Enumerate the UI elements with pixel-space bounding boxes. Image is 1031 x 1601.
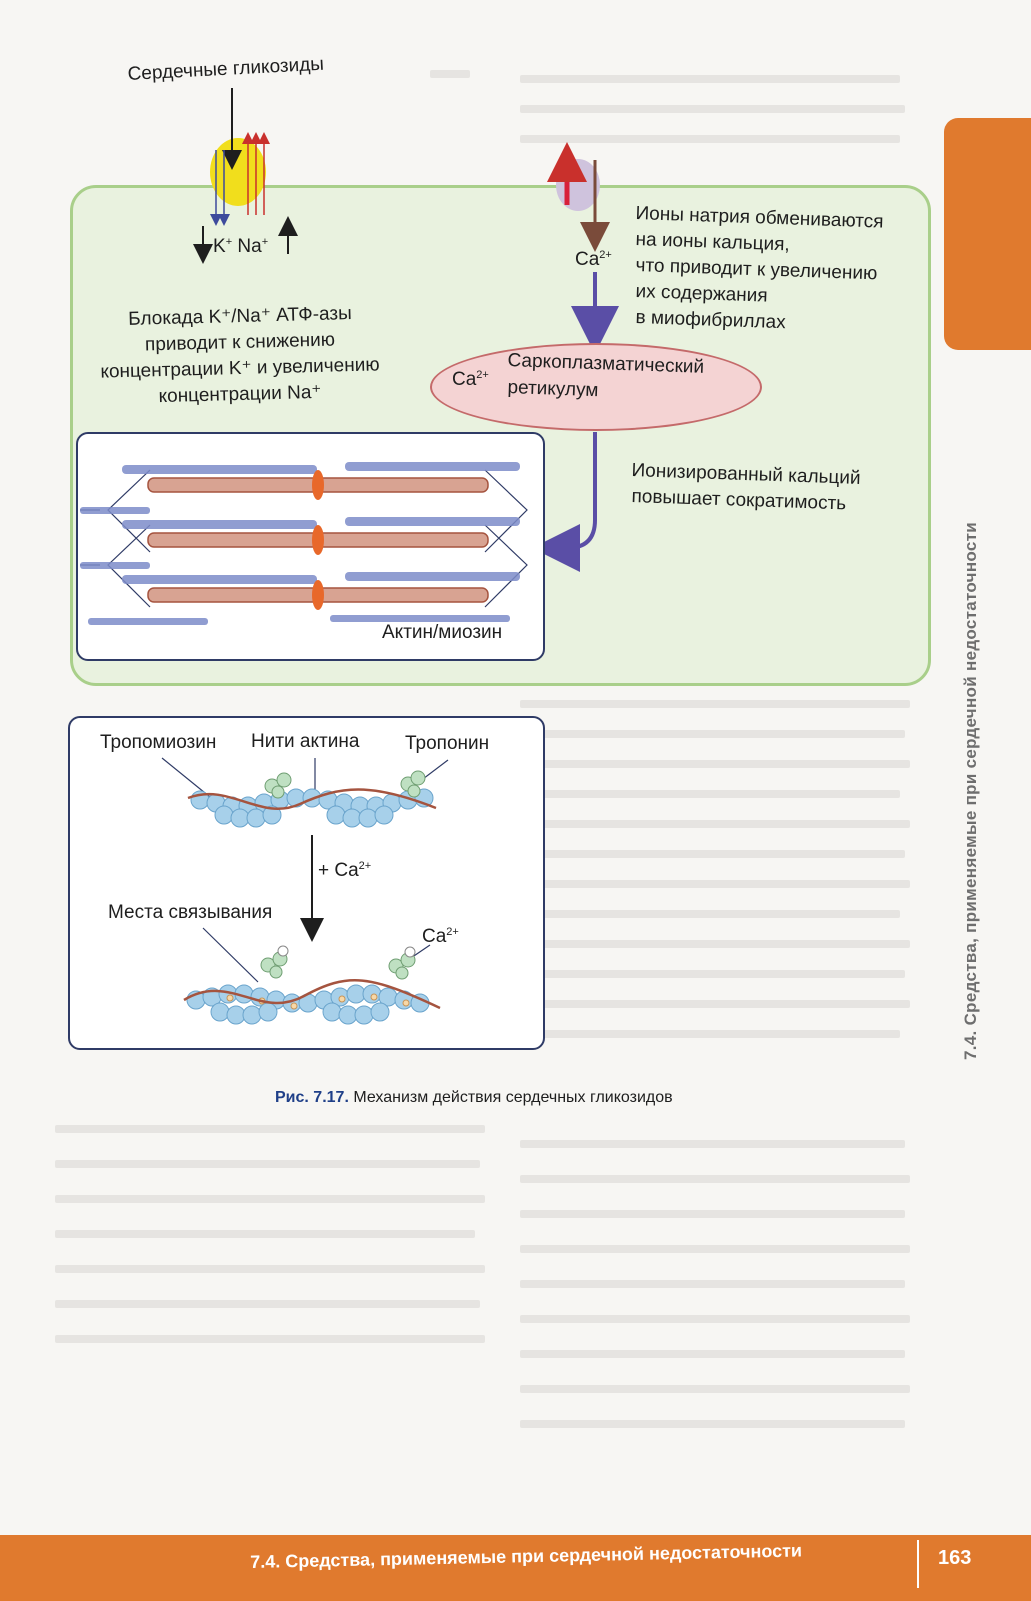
- troponin-label: Тропонин: [405, 733, 490, 754]
- page-number: 163: [938, 1547, 972, 1569]
- sarcomere-illustration: [80, 462, 528, 625]
- sarcoplasmic-reticulum: [430, 343, 762, 431]
- footer-divider: [917, 1540, 919, 1588]
- figure-caption-text: Механизм действия сердечных гликозидов: [353, 1089, 673, 1106]
- binding-sites-label: Места связывания: [108, 902, 273, 923]
- figure-number: Рис. 7.17.: [275, 1089, 349, 1106]
- plus-calcium-label: + Ca2+: [318, 860, 372, 881]
- sr-calcium-label: Ca2+: [452, 369, 489, 390]
- bottom-calcium-label: Ca2+: [422, 926, 459, 947]
- figure-caption: Рис. 7.17. Механизм действия сердечных г…: [275, 1088, 673, 1108]
- calcium-ion-label: Ca2+: [575, 249, 612, 270]
- page-footer: [0, 1535, 1031, 1601]
- tropomyosin-label: Тропомиозин: [100, 732, 217, 753]
- actin-filament-illustration: [161, 757, 449, 1025]
- k-na-ions-label: K+ Na+: [213, 236, 269, 257]
- pump-arrows-graphic: [193, 88, 619, 572]
- chapter-tab: [944, 118, 1031, 350]
- actin-myosin-label: Актин/миозин: [382, 622, 503, 643]
- actin-filaments-label: Нити актина: [251, 731, 360, 752]
